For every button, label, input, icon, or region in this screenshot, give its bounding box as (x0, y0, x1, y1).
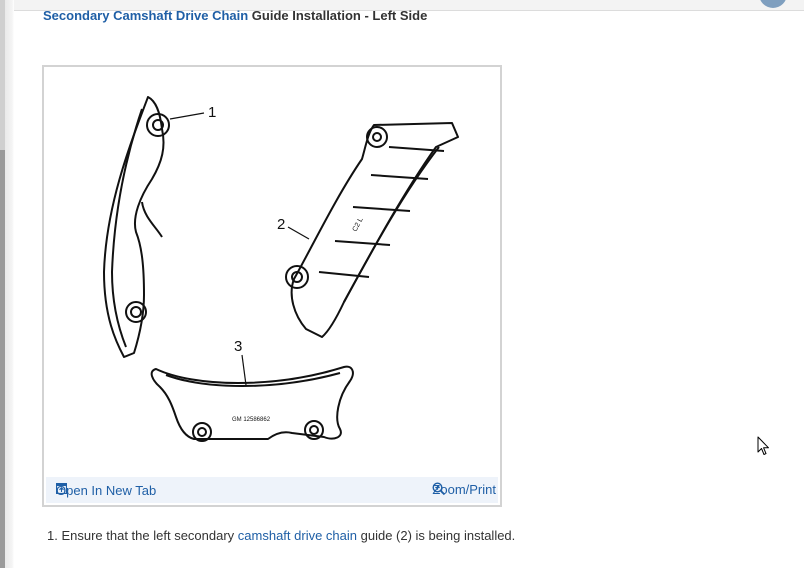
guide-1-top-hole-inner (152, 119, 164, 131)
guide-1-inner-edge (111, 108, 143, 348)
guide-1-rib (141, 201, 163, 238)
zoom-print-link[interactable]: Zoom/Print (432, 482, 496, 497)
title-rest: Guide Installation - Left Side (248, 8, 428, 23)
instruction-link[interactable]: camshaft drive chain (237, 528, 358, 543)
illustration-frame: 1 2 3 GM 12586862 C2 L Open In New Tab Z… (42, 65, 502, 507)
guide-2-bottom-hole-inner (291, 271, 303, 283)
zoom-print-label: Zoom/Print (432, 482, 496, 497)
guide-3-top-edge (165, 372, 341, 387)
guide-1-bottom-hole (125, 301, 147, 323)
callout-2: 2 (277, 216, 285, 233)
guide-2-top-hole-inner (372, 132, 382, 142)
callout-1: 1 (208, 104, 216, 121)
guide-2-rib-3 (352, 206, 411, 212)
guide-1-bottom-hole-inner (130, 306, 142, 318)
instruction-step-1: 1. Ensure that the left secondary camsha… (47, 528, 515, 543)
guide-3-left-hole-inner (197, 427, 207, 437)
window-left-edge-shadow (0, 150, 5, 568)
guide-2-inner-edge (343, 146, 440, 303)
callout-3: 3 (234, 338, 242, 355)
title-link[interactable]: Secondary Camshaft Drive Chain (43, 8, 249, 23)
callout-3-leader (241, 354, 247, 386)
guide-3-body (150, 365, 354, 440)
window-left-edge (0, 0, 14, 568)
page-title: Secondary Camshaft Drive Chain Guide Ins… (43, 8, 427, 23)
guide-2-rib-1 (388, 146, 445, 152)
callout-2-leader (287, 226, 310, 240)
guide-3-right-hole-inner (309, 425, 319, 435)
top-avatar-button[interactable] (759, 0, 787, 8)
open-in-new-tab-link[interactable]: Open In New Tab (56, 483, 156, 498)
illustration-toolbar: Open In New Tab Zoom/Print (46, 477, 498, 503)
guide-1-top-hole (146, 113, 170, 137)
guide-3-right-hole (304, 420, 324, 440)
open-tab-icon (56, 483, 67, 494)
instruction-suffix: guide (2) is being installed. (357, 528, 516, 543)
guide-3-part-marking: GM 12586862 (232, 417, 271, 423)
guide-2-rib-2 (370, 174, 429, 180)
timing-chain-guides-illustration: 1 2 3 GM 12586862 C2 L (103, 96, 459, 442)
guide-3-left-hole (192, 422, 212, 442)
callout-1-leader (169, 112, 205, 120)
guide-2-rib-5 (318, 271, 370, 278)
top-bar (14, 0, 804, 11)
guide-2-top-hole (366, 126, 388, 148)
open-in-new-tab-label: Open In New Tab (56, 483, 157, 498)
guide-2-rib-4 (334, 240, 391, 246)
guide-1-body (103, 96, 165, 358)
instruction-prefix: 1. Ensure that the left secondary (47, 528, 238, 543)
guide-2-part-marking: C2 L (352, 217, 365, 233)
guide-2-bottom-hole (285, 265, 309, 289)
magnifier-plus-icon (432, 482, 446, 496)
mouse-pointer-icon (757, 436, 769, 455)
